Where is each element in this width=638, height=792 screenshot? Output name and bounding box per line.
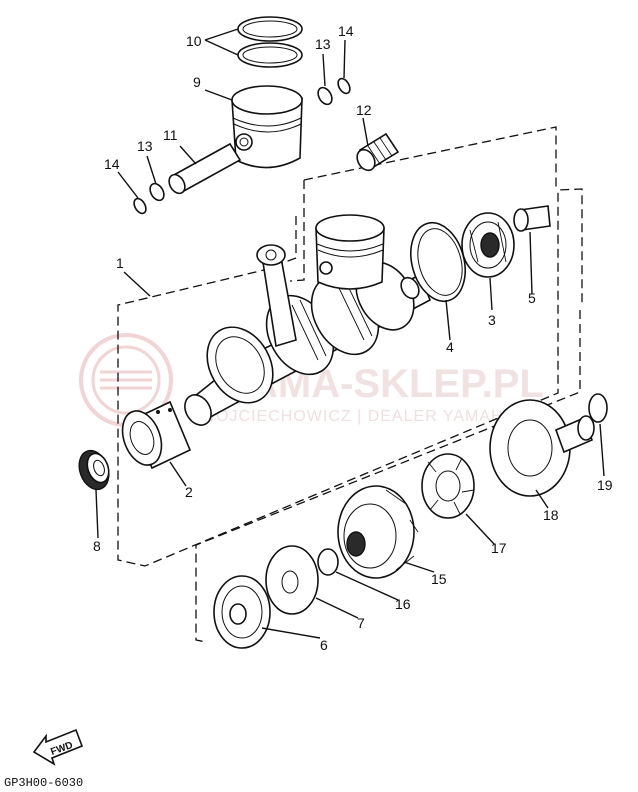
washer-7 xyxy=(265,545,319,615)
callout-16: 16 xyxy=(395,596,411,612)
callout-2: 2 xyxy=(185,484,193,500)
lower-group-outline xyxy=(195,310,581,643)
housing-15 xyxy=(337,485,419,579)
callout-5: 5 xyxy=(528,290,536,306)
drawing-code: GP3H00-6030 xyxy=(4,776,83,787)
callout-4: 4 xyxy=(446,339,454,355)
main-bearing-left xyxy=(121,400,192,470)
callout-15: 15 xyxy=(431,571,447,587)
o-ring-16 xyxy=(317,548,339,576)
circlips-left xyxy=(133,182,165,215)
callout-12: 12 xyxy=(356,102,372,118)
callout-17: 17 xyxy=(491,540,507,556)
pulley-6 xyxy=(213,575,271,649)
callout-19: 19 xyxy=(597,477,613,493)
circlip-19 xyxy=(588,393,608,423)
callout-6: 6 xyxy=(320,637,328,653)
oil-seal-ring xyxy=(410,221,466,303)
impeller-17 xyxy=(421,453,475,519)
bearing-group-outline xyxy=(303,126,557,190)
callout-18: 18 xyxy=(543,507,559,523)
fwd-arrow-icon: FWD xyxy=(32,728,84,766)
callout-13-upper: 13 xyxy=(315,36,331,52)
callout-1: 1 xyxy=(116,255,124,271)
circlips-right xyxy=(317,77,351,106)
callout-7: 7 xyxy=(357,615,365,631)
watermark-subtext: WOJCIECHOWICZ | DEALER YAMAHA xyxy=(200,408,515,425)
needle-bearing xyxy=(356,132,400,172)
callout-13-lower: 13 xyxy=(137,138,153,154)
oil-seal-left xyxy=(78,449,110,491)
piston-pin xyxy=(168,142,242,195)
callout-9: 9 xyxy=(193,74,201,90)
callout-10: 10 xyxy=(186,33,202,49)
main-bearing-right xyxy=(461,212,515,278)
upper-group-link xyxy=(289,180,305,282)
leader-lines xyxy=(95,28,605,639)
crankshaft-assembly xyxy=(184,214,432,426)
callout-11: 11 xyxy=(163,127,178,143)
callout-14-upper: 14 xyxy=(338,23,354,39)
callout-3: 3 xyxy=(488,312,496,328)
collar xyxy=(513,205,551,232)
callouts: 10 9 13 14 12 11 13 14 1 5 3 4 2 8 19 18… xyxy=(93,23,613,653)
callout-14-lower: 14 xyxy=(104,156,120,172)
callout-8: 8 xyxy=(93,538,101,554)
piston-rings xyxy=(237,16,303,68)
piston xyxy=(231,85,303,169)
rotor-18 xyxy=(489,399,595,497)
